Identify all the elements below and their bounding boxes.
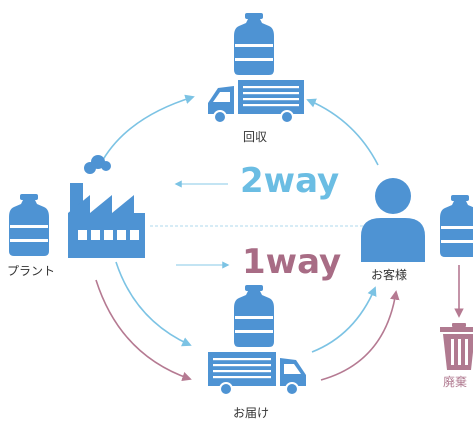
label-2way: 2way (240, 161, 340, 201)
arrow-plant-to-delivery-2way (115, 261, 192, 347)
factory-icon (68, 155, 145, 258)
arrow-plant-to-collection (99, 94, 195, 166)
label-customer: お客様 (371, 268, 408, 282)
water-bottle-icon-collection (234, 13, 274, 75)
arrow-plant-to-delivery-1way (95, 279, 192, 382)
arrow-delivery-to-customer-2way (311, 286, 377, 353)
arrow-customer-to-collection (306, 98, 379, 166)
label-disposal: 廃棄 (443, 375, 468, 389)
trash-bin-icon-disposal (440, 323, 473, 370)
water-bottle-icon-plant (9, 194, 49, 256)
truck-icon-collection (208, 80, 304, 124)
truck-icon-delivery (208, 352, 306, 396)
arrow-delivery-to-customer-1way (320, 290, 400, 381)
label-delivery: お届け (233, 406, 270, 420)
label-1way: 1way (242, 242, 342, 282)
water-bottle-icon-customer (440, 195, 473, 257)
label-plant: プラント (7, 264, 56, 278)
water-bottle-icon-delivery (234, 285, 274, 347)
person-icon-customer (361, 178, 425, 262)
label-collection: 回収 (243, 130, 268, 144)
